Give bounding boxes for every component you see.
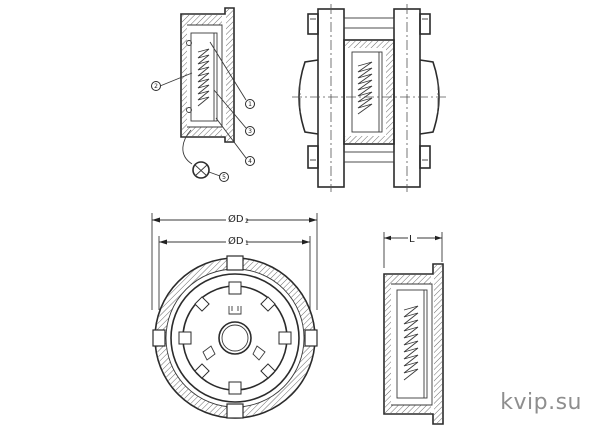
callout-4: 4	[245, 156, 255, 166]
svg-text:ØD: ØD	[228, 235, 244, 247]
watermark: kvip.su	[500, 390, 582, 415]
svg-text:2: 2	[245, 218, 249, 225]
svg-text:4: 4	[248, 158, 252, 165]
dim-outer-diameter: ØD 2	[226, 212, 249, 225]
assembly-view	[292, 4, 448, 192]
callout-1: 1	[245, 99, 255, 109]
svg-text:1: 1	[248, 101, 252, 108]
callout-2: 2	[151, 81, 161, 91]
svg-text:1: 1	[245, 240, 249, 247]
svg-text:ØD: ØD	[228, 213, 244, 225]
dim-length: L	[408, 231, 417, 245]
dim-inner-diameter: ØD 1	[226, 234, 249, 247]
callout-3: 3	[245, 126, 255, 136]
svg-text:2: 2	[154, 83, 158, 90]
callout-5: 5	[219, 172, 229, 182]
svg-text:3: 3	[248, 128, 252, 135]
side-section-view	[383, 232, 444, 425]
svg-text:5: 5	[222, 174, 226, 181]
section-view	[159, 7, 247, 179]
svg-text:L: L	[409, 234, 415, 245]
front-view	[151, 213, 318, 419]
